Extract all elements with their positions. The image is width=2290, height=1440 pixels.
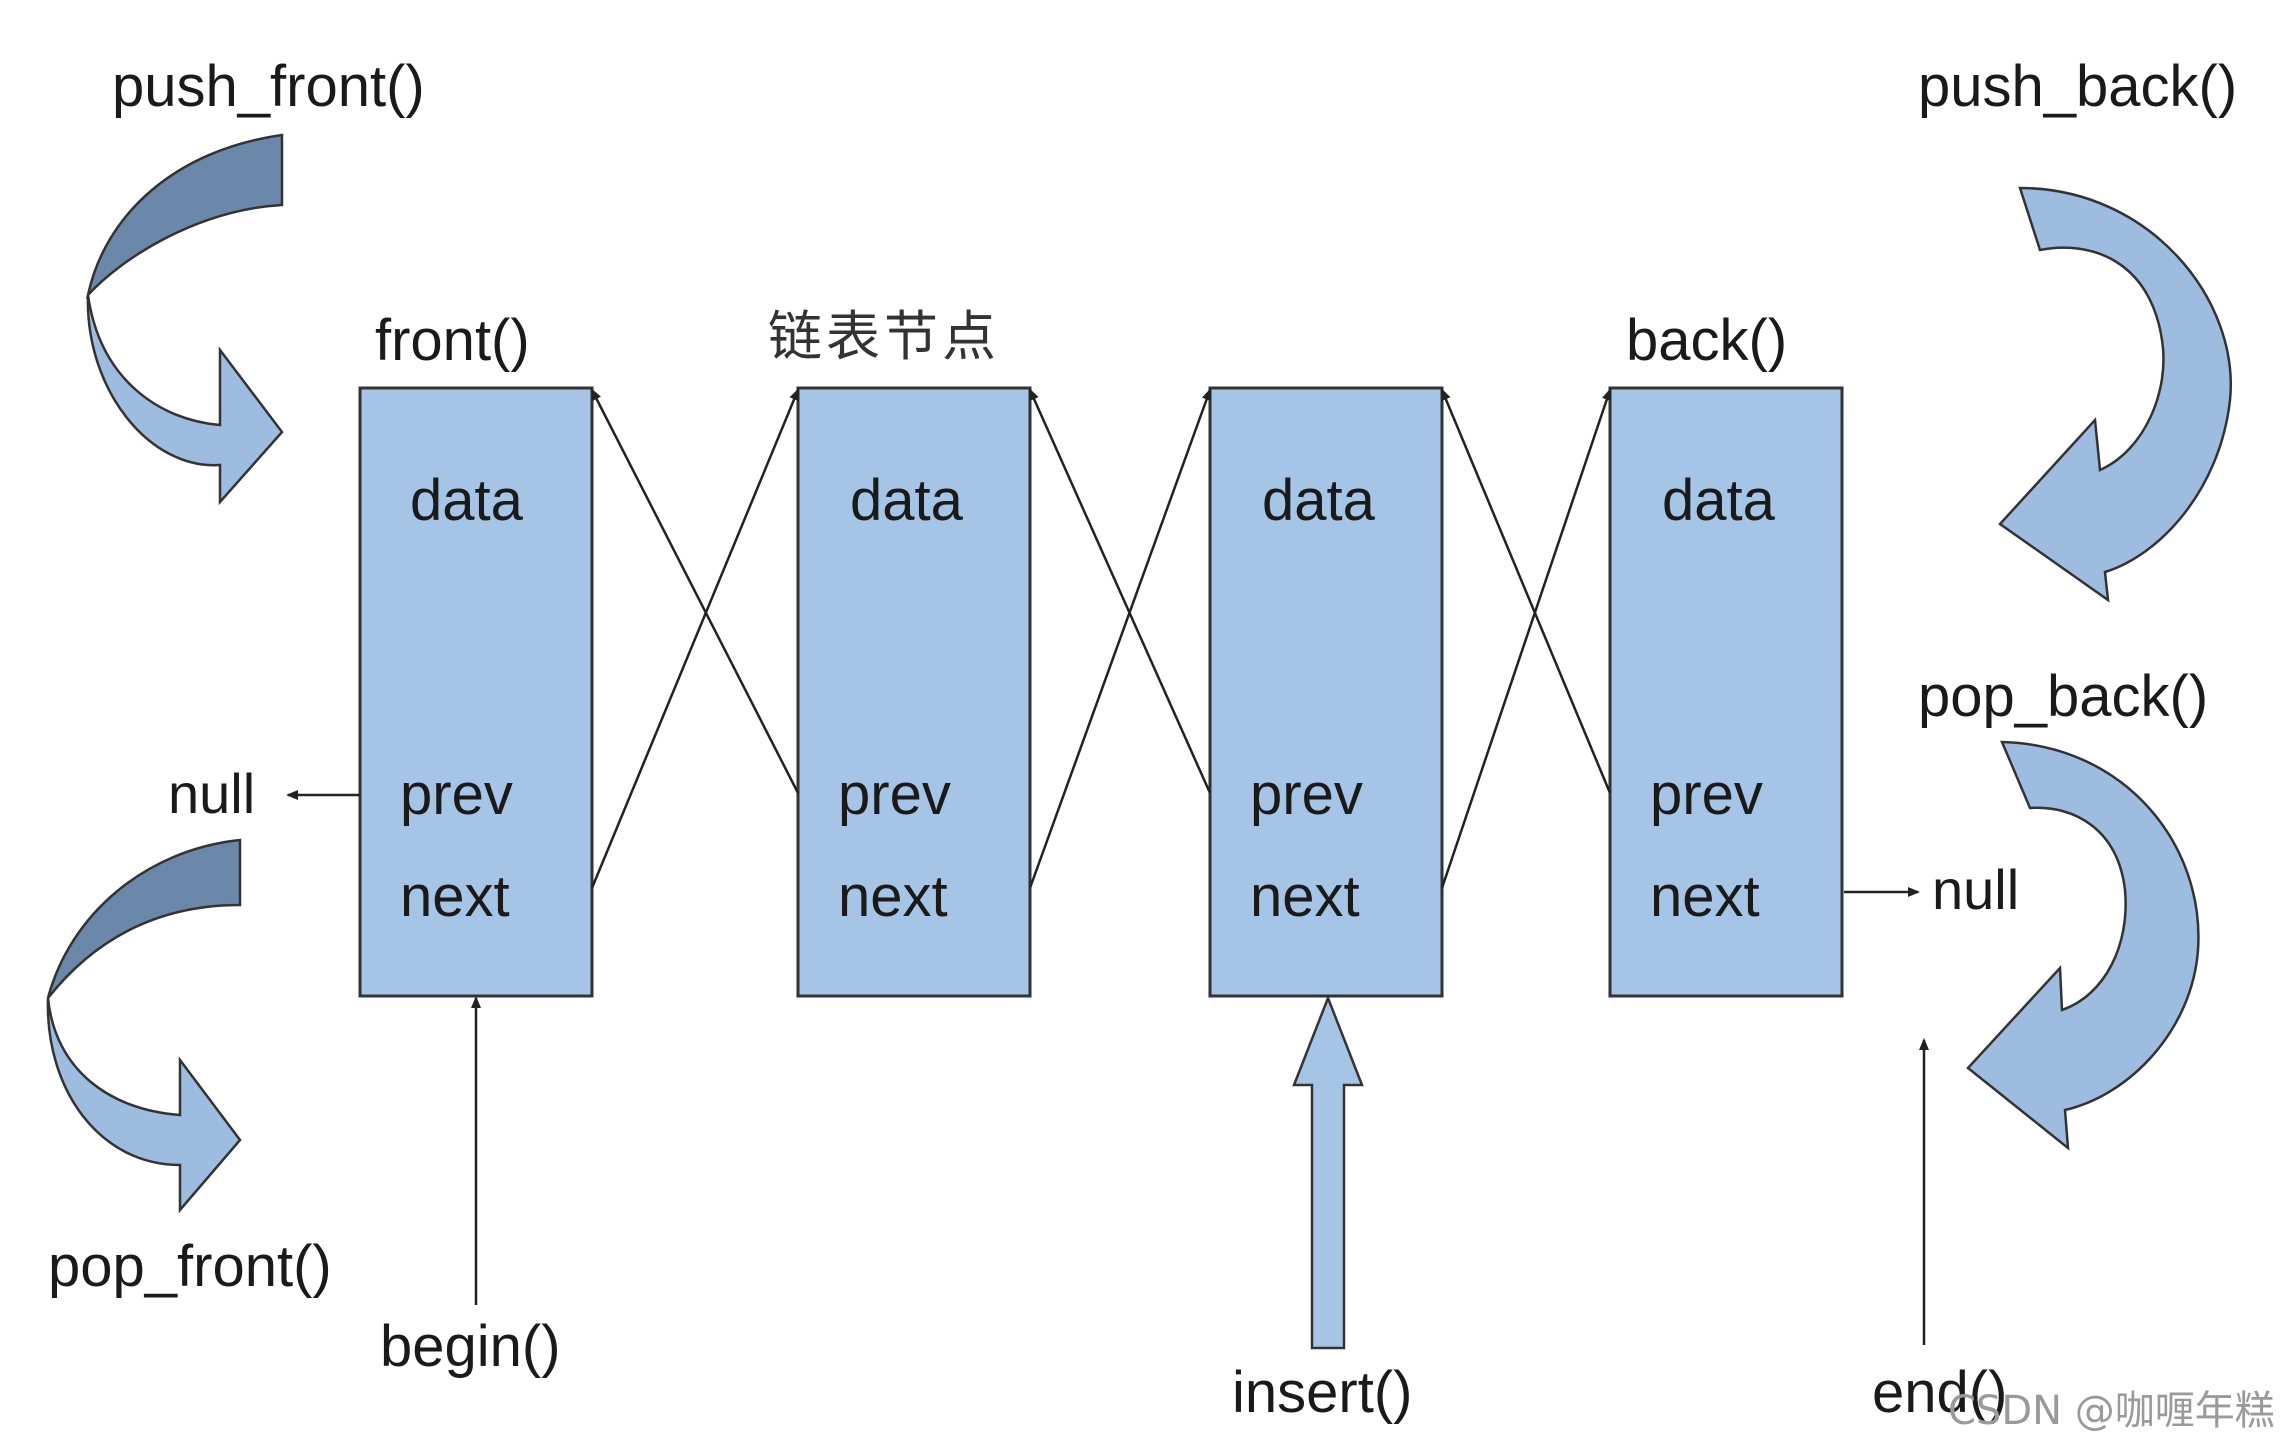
pop-back-arrow	[1966, 740, 2200, 1151]
node-4-prev: prev	[1650, 762, 1763, 827]
next-link-1-2	[590, 388, 800, 889]
node-4-next: next	[1650, 864, 1760, 929]
back-label: back()	[1626, 308, 1788, 373]
push-front-label: push_front()	[112, 54, 425, 119]
push-back-arrow	[1998, 186, 2233, 603]
prev-link-4-3	[1440, 388, 1612, 794]
pop-front-arrow	[46, 838, 242, 1214]
node-3-next: next	[1250, 864, 1360, 929]
node-3-prev: prev	[1250, 762, 1363, 827]
prev-link-3-2	[1028, 388, 1212, 794]
watermark: CSDN @咖喱年糕	[1948, 1388, 2275, 1434]
node-1-next: next	[400, 864, 510, 929]
node-2-prev: prev	[838, 762, 951, 827]
node-box-3	[1208, 386, 1444, 998]
begin-label: begin()	[380, 1314, 561, 1379]
node-1-data: data	[410, 468, 523, 533]
node-box-1	[358, 386, 594, 998]
next-link-2-3	[1028, 388, 1212, 889]
next-link-3-4	[1440, 388, 1612, 889]
pop-back-label: pop_back()	[1918, 664, 2209, 729]
null-right-label: null	[1932, 858, 2020, 921]
end-label: end()	[1872, 1360, 2008, 1425]
push-back-label: push_back()	[1918, 54, 2238, 119]
node-2-data: data	[850, 468, 963, 533]
node-box-2	[796, 386, 1032, 998]
pop-front-label: pop_front()	[48, 1234, 332, 1299]
insert-arrow	[1292, 994, 1364, 1350]
null-left-label: null	[168, 762, 256, 825]
push-front-arrow	[85, 133, 284, 506]
node-4-data: data	[1662, 468, 1775, 533]
node-box-4	[1608, 386, 1844, 998]
node-3-data: data	[1262, 468, 1375, 533]
front-label: front()	[375, 308, 530, 373]
node-1-prev: prev	[400, 762, 513, 827]
prev-link-2-1	[590, 388, 800, 794]
node-2-next: next	[838, 864, 948, 929]
insert-label: insert()	[1232, 1360, 1413, 1425]
node-caption: 链表节点	[768, 305, 1000, 368]
